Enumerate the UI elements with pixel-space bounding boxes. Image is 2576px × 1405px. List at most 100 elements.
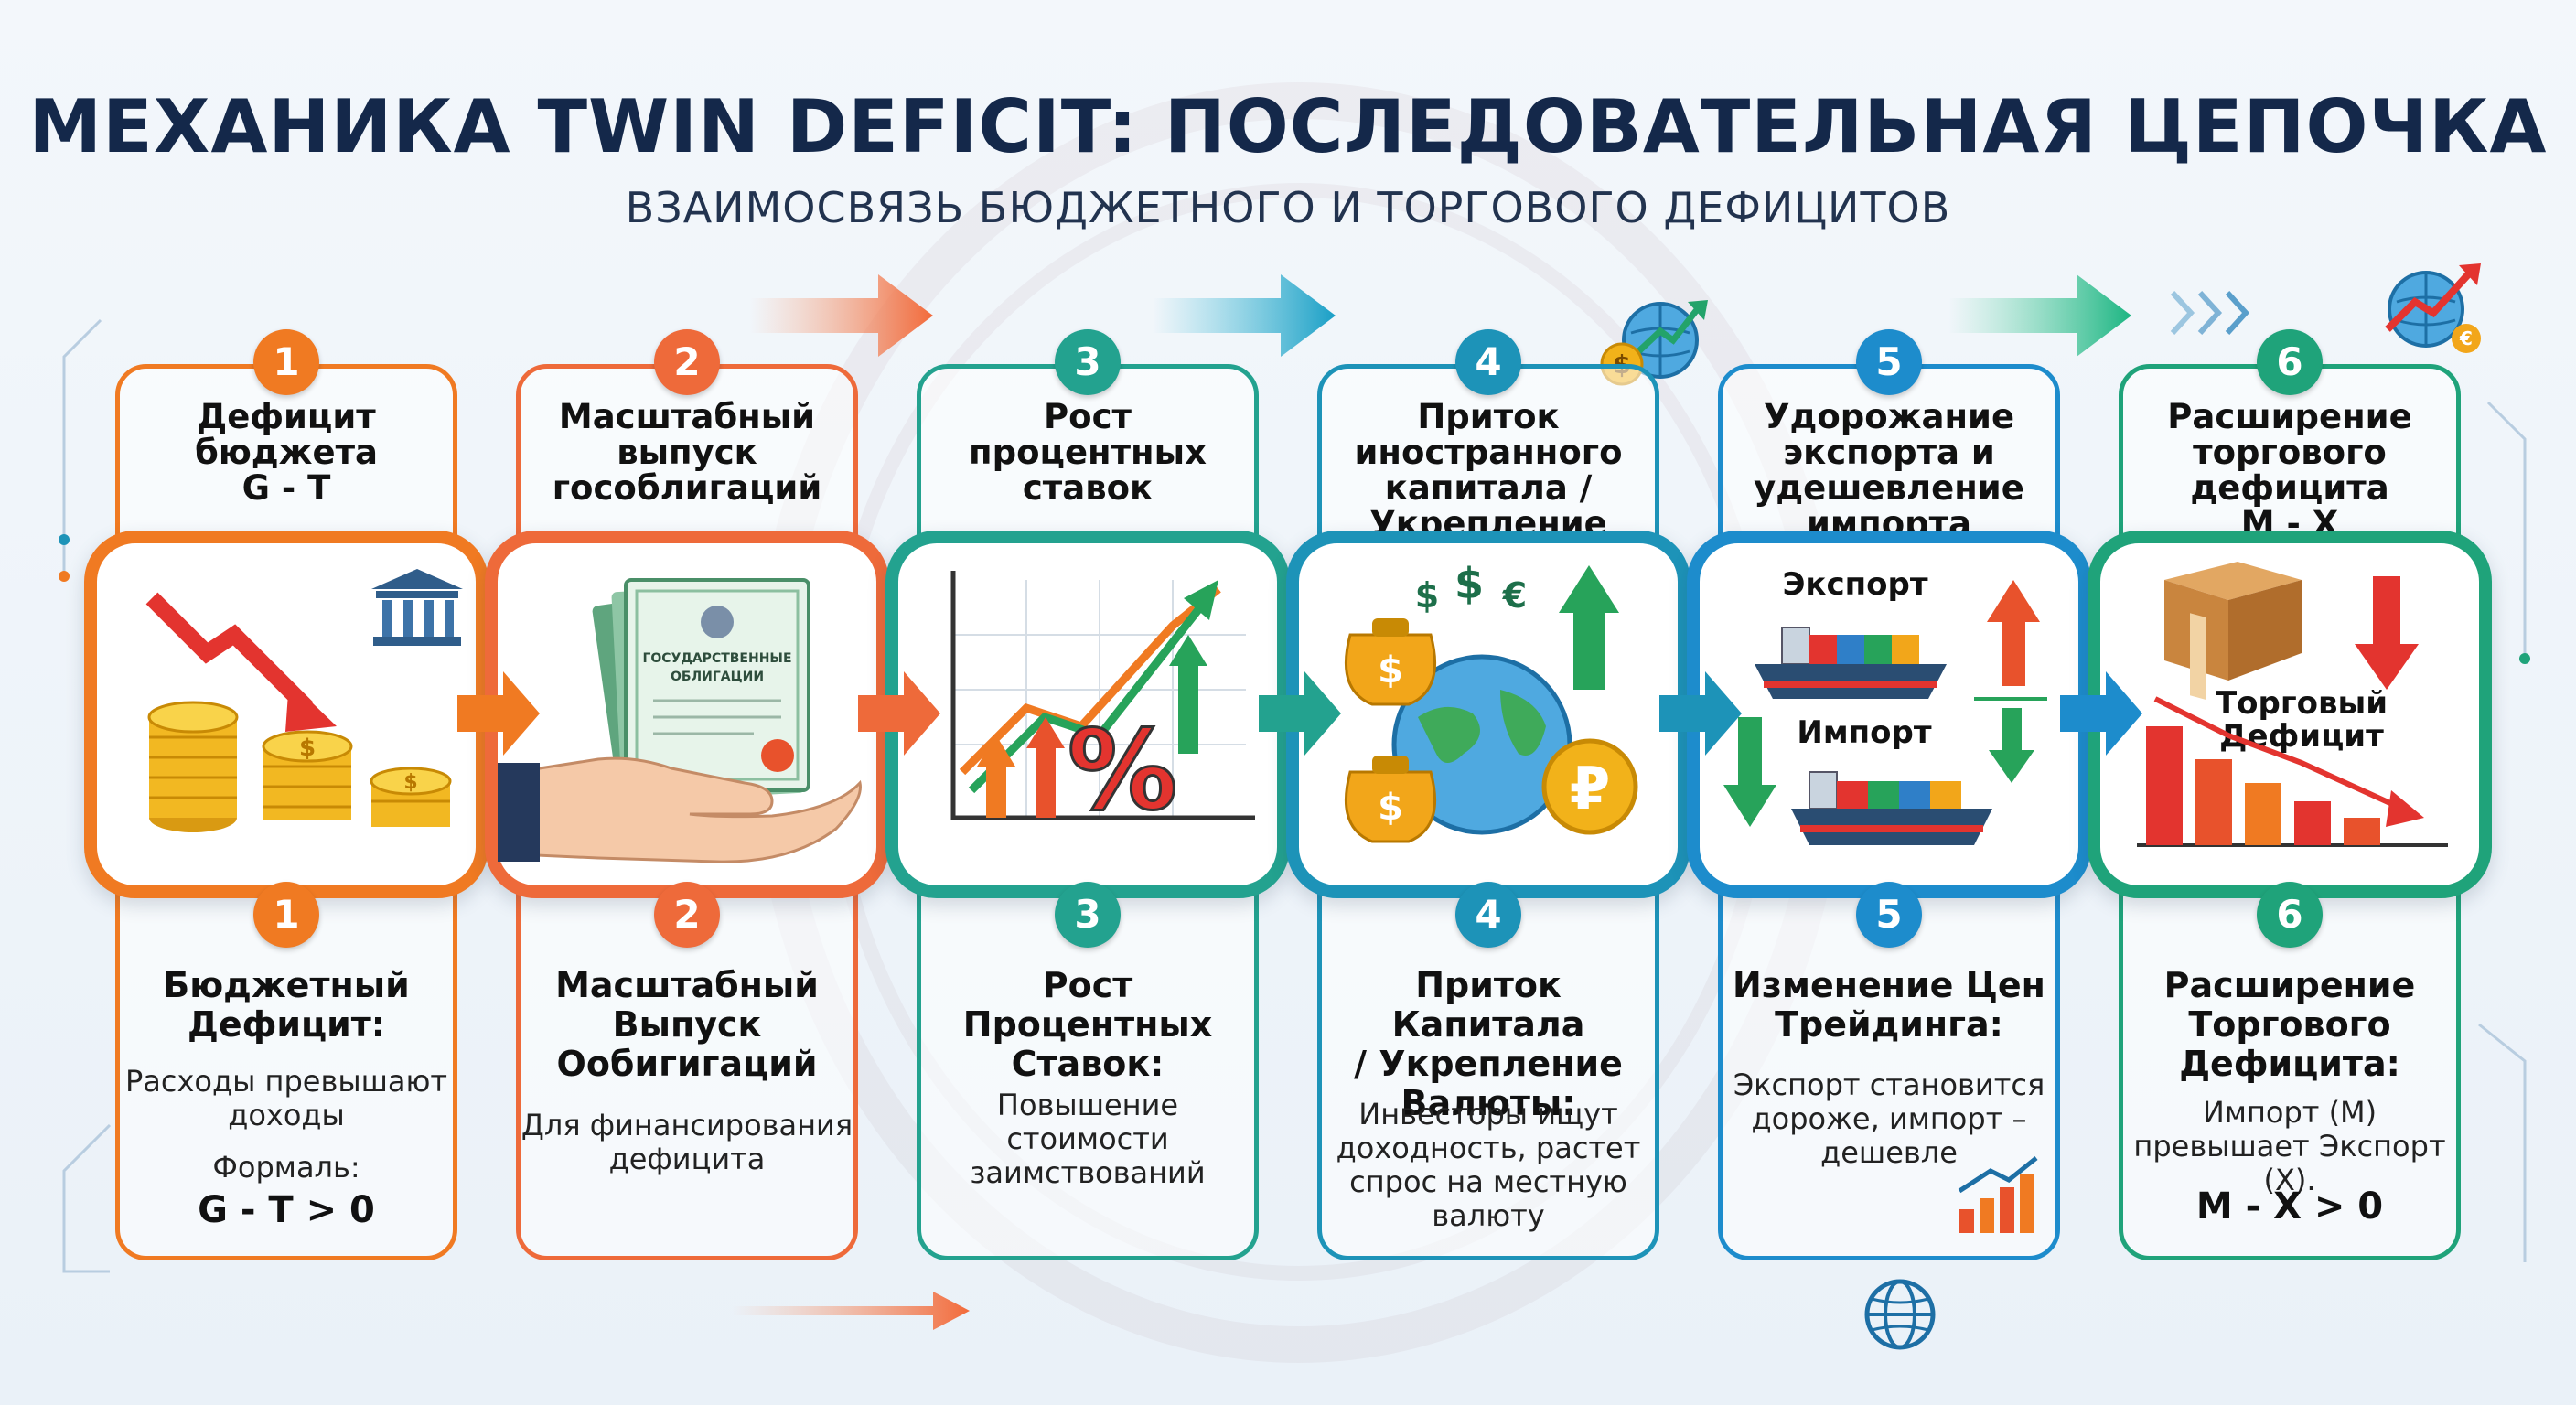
step-badge-bottom-2: 2 <box>654 882 720 948</box>
up-arrow-orange-2 <box>1026 717 1065 818</box>
bottom-arrow <box>732 1292 970 1330</box>
svg-text:$: $ <box>1378 649 1403 692</box>
percent-sign: % <box>1068 708 1177 835</box>
export-label: Экспорт <box>1782 566 1927 603</box>
step-desc-6: Импорт (M)превышает Экспорт (X). <box>2133 1095 2446 1197</box>
cardboard-box <box>2164 562 2302 701</box>
rising-rates-icon: % <box>950 571 1255 837</box>
hand <box>498 756 862 863</box>
circuit-lines-right <box>2478 401 2530 1262</box>
top-arrow-1 <box>750 274 933 357</box>
step-badge-bottom-1: 1 <box>253 882 319 948</box>
money-bag-bottom: $ <box>1344 756 1437 843</box>
deficit-label-2: Дефицит <box>2219 718 2384 755</box>
up-arrow-green <box>1559 565 1619 690</box>
ruble-coin: ₽ <box>1541 738 1638 835</box>
step-picture-1: $ $ <box>84 531 488 898</box>
euro-coin-text: € <box>2459 327 2473 349</box>
ship-bottom <box>1791 771 1992 845</box>
down-arrow-green-left <box>1723 717 1776 827</box>
connector-arrow-5-6 <box>2060 671 2142 756</box>
step-badge-top-3: 3 <box>1055 329 1121 395</box>
step-formula-label-1: Формаль: <box>212 1150 360 1185</box>
step-formula-6: M - X > 0 <box>2195 1185 2384 1228</box>
down-arrow-red <box>2355 576 2419 690</box>
globe-growth-icon: € <box>2385 263 2481 353</box>
money-bag-top: $ <box>1344 618 1437 706</box>
coin-stack-left <box>147 701 239 832</box>
step-badge-bottom-4: 4 <box>1455 882 1521 948</box>
coin-stack-right: $ <box>370 767 452 827</box>
step-badge-bottom-3: 3 <box>1055 882 1121 948</box>
deficit-label-1: Торговый <box>2216 685 2388 722</box>
svg-text:$: $ <box>299 735 316 762</box>
circuit-lines-left <box>59 318 112 1273</box>
coin-stack-mid: $ <box>262 730 353 820</box>
bond-text-2: ОБЛИГАЦИИ <box>671 670 764 684</box>
page-subtitle: ВЗАИМОСВЯЗЬ БЮДЖЕТНОГО И ТОРГОВОГО ДЕФИЦ… <box>625 183 1951 232</box>
step-picture-2: ГОСУДАРСТВЕННЫЕ ОБЛИГАЦИИ <box>485 531 889 898</box>
bond-text-1: ГОСУДАРСТВЕННЫЕ <box>642 651 791 666</box>
dollar-sign-2: $ <box>1454 559 1484 608</box>
step-badge-bottom-6: 6 <box>2257 882 2323 948</box>
svg-text:$: $ <box>403 771 417 794</box>
step-badge-top-5: 5 <box>1856 329 1922 395</box>
top-arrow-2 <box>1153 274 1336 357</box>
falling-bars <box>2146 726 2380 845</box>
globe-dollar-icon: $ <box>1600 300 1708 386</box>
step-badge-bottom-5: 5 <box>1856 882 1922 948</box>
connector-arrow-2-3 <box>858 671 940 756</box>
down-arrow-green-right <box>1989 708 2034 783</box>
ship-top <box>1755 627 1947 699</box>
export-import-icon: Экспорт Импорт <box>1723 566 2047 845</box>
step-picture-3: % <box>886 531 1290 898</box>
step-badge-top-2: 2 <box>654 329 720 395</box>
page-title: МЕХАНИКА TWIN DEFICIT: ПОСЛЕДОВАТЕЛЬНАЯ … <box>28 84 2548 169</box>
growth-bars-icon <box>1958 1156 2038 1233</box>
up-arrow-green <box>1169 635 1208 754</box>
bank-icon <box>371 569 463 646</box>
step-formula-1: G - T > 0 <box>198 1189 375 1231</box>
euro-sign: € <box>1502 575 1527 616</box>
step-picture-6: Торговый Дефицит <box>2088 531 2492 898</box>
up-arrow-red <box>1987 580 2040 686</box>
step-badge-top-6: 6 <box>2257 329 2323 395</box>
step-picture-5: Экспорт Импорт <box>1687 531 2091 898</box>
import-label: Импорт <box>1797 714 1931 751</box>
bonds-hand-icon: ГОСУДАРСТВЕННЫЕ ОБЛИГАЦИИ <box>498 578 862 863</box>
step-picture-4: $ $ $ $ € ₽ <box>1286 531 1690 898</box>
step-badge-top-4: 4 <box>1455 329 1521 395</box>
connector-arrow-1-2 <box>457 671 540 756</box>
chevrons-deco <box>2170 290 2250 336</box>
connector-arrow-4-5 <box>1659 671 1742 756</box>
bond-papers: ГОСУДАРСТВЕННЫЕ ОБЛИГАЦИИ <box>592 578 810 815</box>
svg-text:$: $ <box>1378 787 1403 829</box>
dollar-sign-1: $ <box>1415 575 1439 616</box>
top-arrow-3 <box>1948 274 2131 357</box>
capital-inflow-icon: $ $ $ $ € ₽ <box>1344 559 1638 843</box>
coins-falling-icon: $ $ <box>145 569 463 832</box>
step-badge-top-1: 1 <box>253 329 319 395</box>
svg-text:₽: ₽ <box>1570 756 1611 823</box>
connector-arrow-3-4 <box>1259 671 1341 756</box>
globe-icon <box>1864 1279 1936 1350</box>
up-arrow-orange-1 <box>977 735 1015 818</box>
trade-deficit-icon: Торговый Дефицит <box>2137 562 2448 847</box>
